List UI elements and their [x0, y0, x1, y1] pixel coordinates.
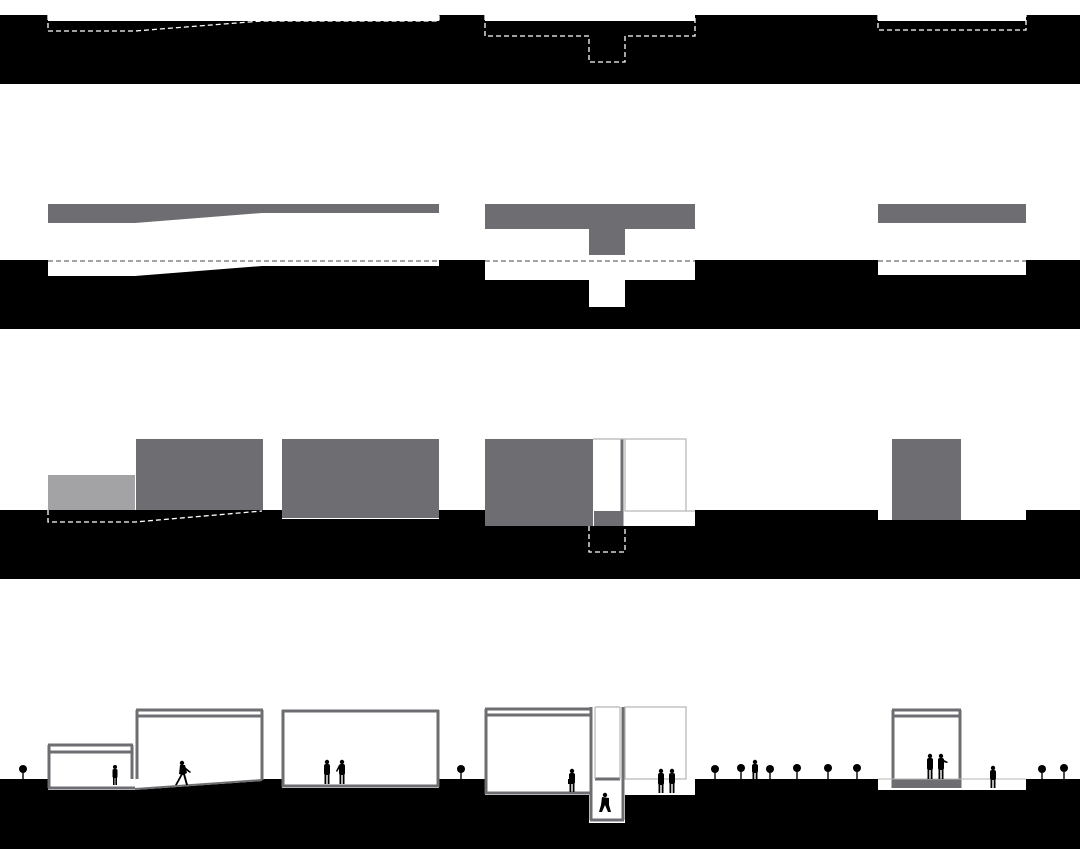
tree-icon: [457, 765, 465, 779]
mass-right: [892, 439, 961, 520]
tree-icon: [1038, 765, 1046, 779]
tree-icon: [1060, 764, 1068, 779]
dashed-outline-middle: [484, 15, 696, 63]
person-icon: [669, 768, 675, 793]
person-icon: [658, 768, 664, 793]
void-middle-shaft: [589, 279, 625, 307]
person-icon: [175, 760, 191, 785]
building-right: [891, 708, 962, 788]
slab-middle: [485, 204, 695, 255]
people: [112, 753, 996, 812]
row-3-building-masses: [0, 438, 1080, 579]
row-1-excavation-outline: [0, 15, 1080, 84]
mass-tall-left: [136, 439, 263, 510]
tree-icon: [19, 765, 27, 779]
dashed-outline-left: [47, 15, 440, 32]
mass-low-left: [48, 475, 135, 510]
void-right: [878, 260, 1026, 275]
person-icon: [990, 765, 996, 788]
void-middle: [485, 260, 695, 280]
building-center-left: [281, 709, 440, 788]
glass-volume: [624, 706, 687, 780]
ramp: [135, 779, 262, 790]
tree-icon: [766, 765, 774, 779]
building-tall-left: [135, 708, 264, 780]
row-4-inhabited-sections: [0, 706, 1080, 849]
row-2-roof-slabs: [0, 204, 1080, 329]
tree-icon: [853, 764, 861, 779]
void-left: [48, 260, 439, 276]
mass-center-left: [282, 439, 439, 518]
person-icon: [112, 765, 118, 785]
building-low-left: [47, 743, 135, 790]
slab-left: [48, 204, 439, 223]
person-icon: [927, 753, 933, 779]
tree-icon: [793, 764, 801, 779]
person-icon: [752, 759, 758, 779]
person-icon: [599, 792, 611, 812]
person-icon: [568, 768, 575, 792]
tree-icon: [824, 764, 832, 779]
trees: [19, 764, 1068, 779]
dashed-outline-right: [877, 15, 1027, 31]
tree-icon: [711, 765, 719, 779]
mass-outline-glass: [624, 438, 687, 512]
person-icon: [938, 753, 948, 779]
slab-right: [878, 204, 1026, 223]
mass-middle: [485, 439, 593, 526]
ground-band-1: [0, 15, 1080, 84]
person-icon: [324, 759, 330, 784]
tree-icon: [737, 764, 745, 779]
building-middle: [484, 707, 625, 822]
mass-middle-small: [594, 511, 621, 526]
person-icon: [336, 759, 345, 784]
